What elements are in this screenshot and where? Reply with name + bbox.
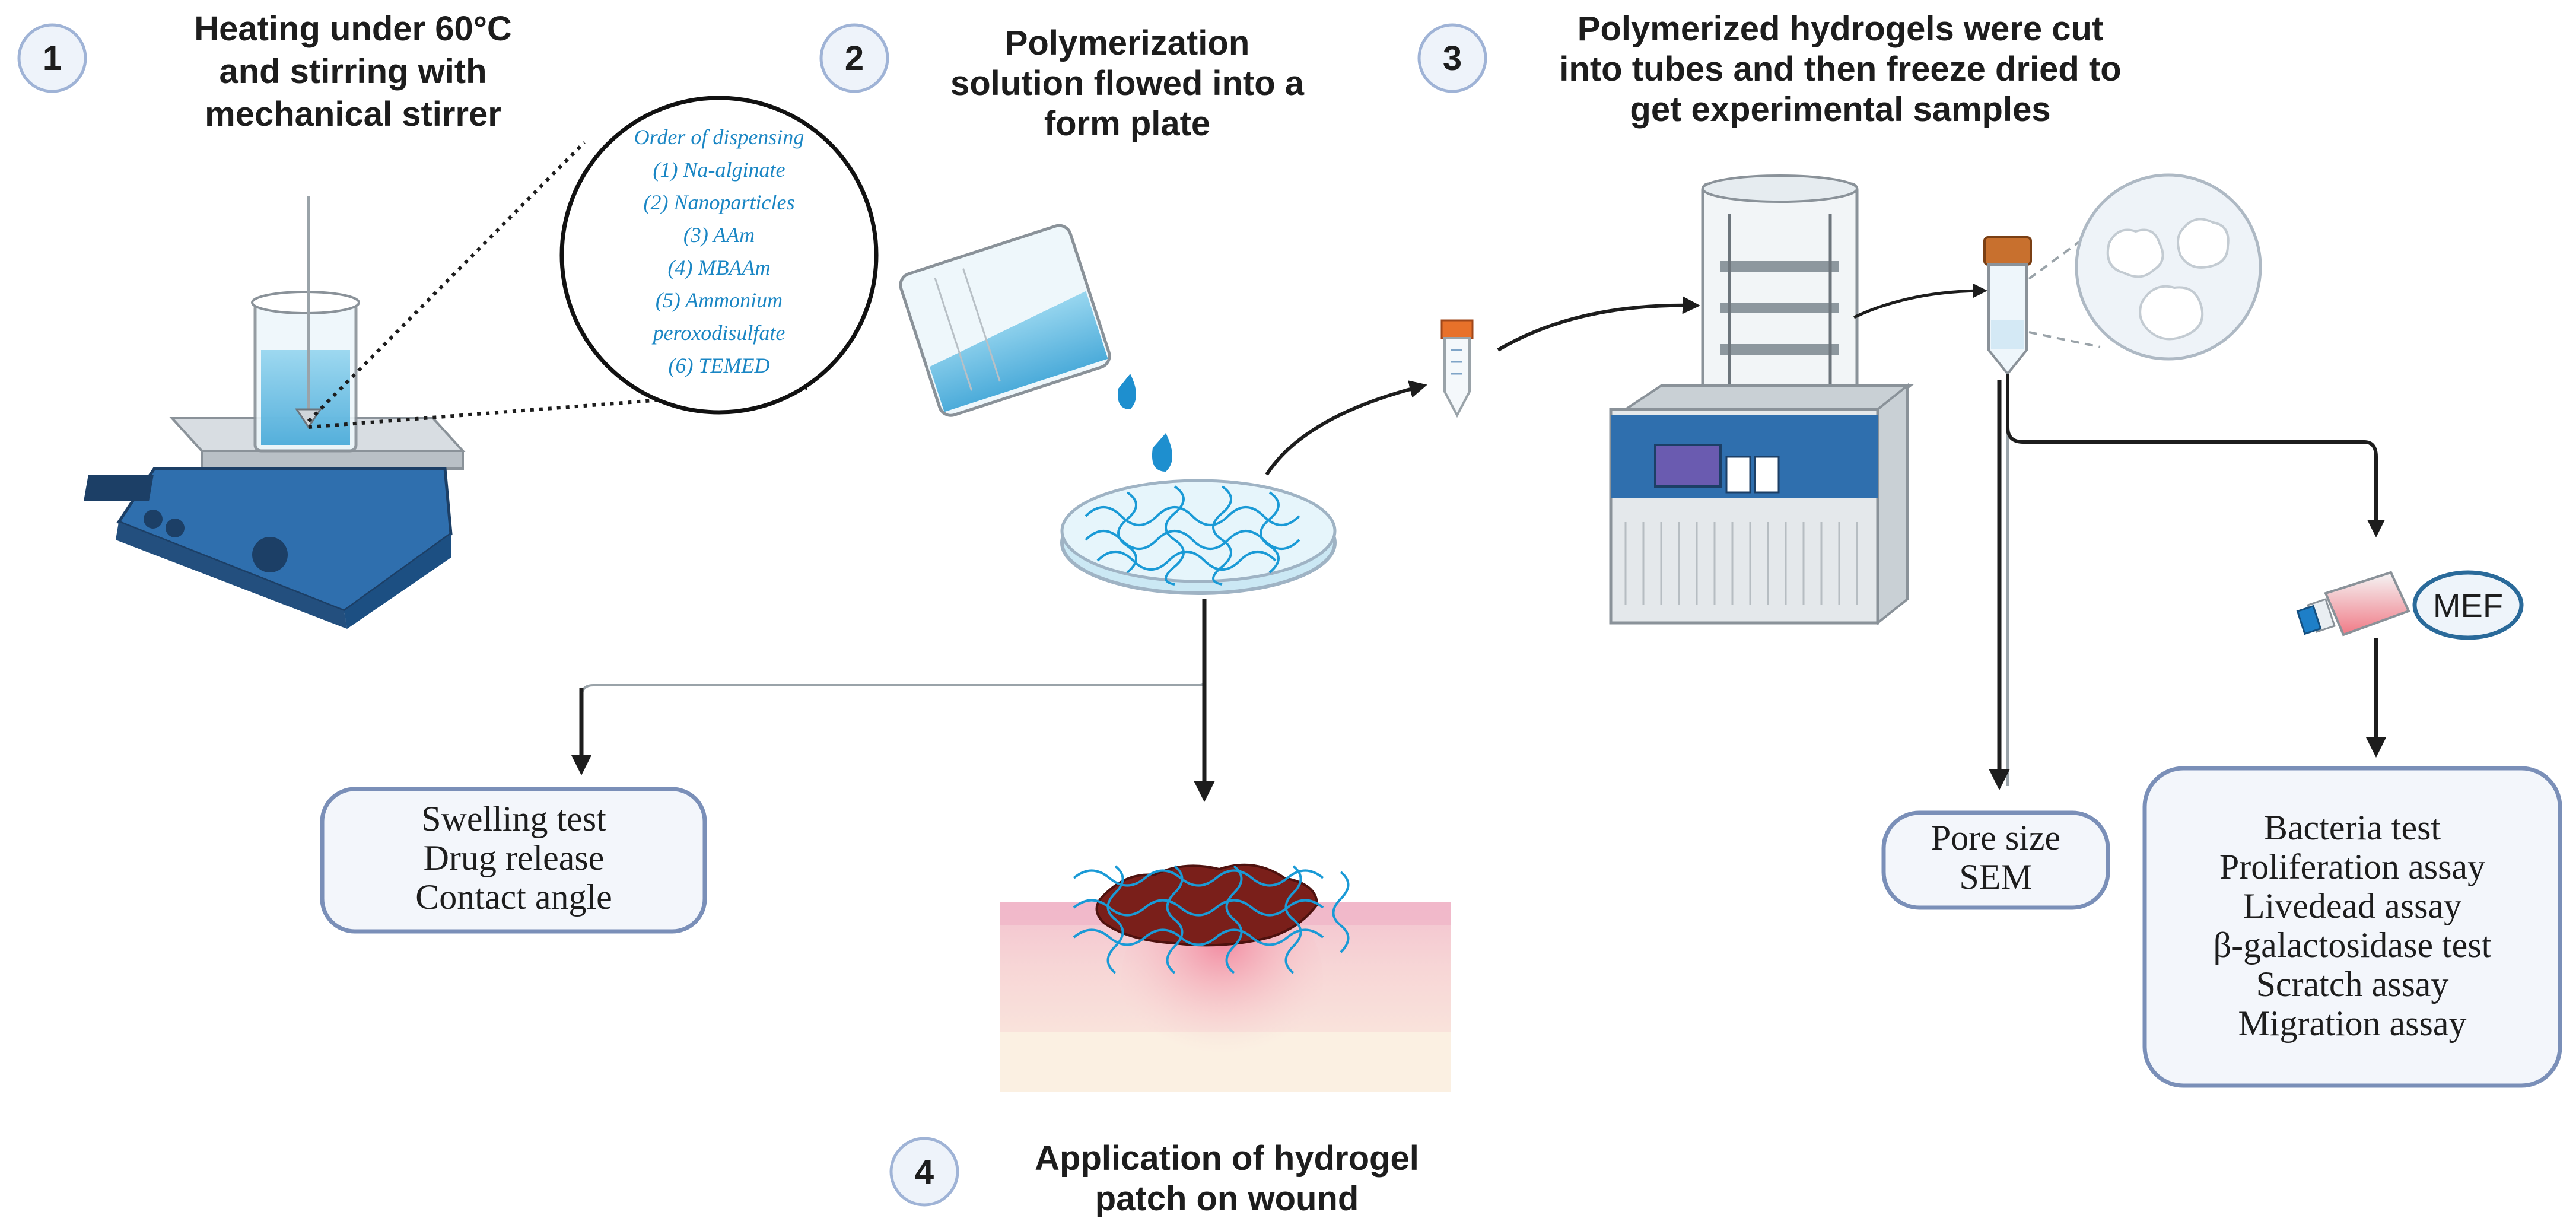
step-number-badge xyxy=(819,23,889,93)
dispensing-order-callout: Order of dispensing (1) Na-alginate (2) … xyxy=(559,96,879,415)
box-line: Migration assay xyxy=(2238,1004,2467,1043)
sample-tube-illustration xyxy=(1440,319,1474,418)
dispensing-line: peroxodisulfate xyxy=(651,321,785,345)
zoom-line xyxy=(308,387,807,429)
step-title-line: patch on wound xyxy=(1095,1179,1359,1218)
hydrogel-sample-zoom xyxy=(2075,173,2262,361)
bio-assays-box: Bacteria test Proliferation assay Livede… xyxy=(2142,766,2562,1088)
pore-size-box: Pore size SEM xyxy=(1881,810,2110,910)
flow-arrow xyxy=(1497,296,1700,352)
step-title-line: Heating under 60°C xyxy=(194,9,512,48)
pouring-beaker-illustration xyxy=(899,224,1111,417)
step-title-line: Polymerized hydrogels were cut xyxy=(1578,9,2103,48)
box-line: Pore size xyxy=(1931,818,2060,857)
box-line: Swelling test xyxy=(421,799,606,838)
step-2: 2 Polymerization solution flowed into a … xyxy=(571,23,1700,802)
flow-arrow xyxy=(1265,380,1427,476)
zoom-line xyxy=(307,141,586,423)
step-number: 1 xyxy=(43,39,62,78)
box-line: Livedead assay xyxy=(2243,886,2461,925)
mef-label: MEF xyxy=(2433,587,2503,624)
box-line: β-galactosidase test xyxy=(2214,925,2492,965)
swelling-tests-box: Swelling test Drug release Contact angle xyxy=(320,787,707,934)
step-number-badge xyxy=(889,1137,959,1207)
box-line: Proliferation assay xyxy=(2219,847,2485,886)
zoom-line xyxy=(2028,236,2087,280)
box-line: Drug release xyxy=(424,838,605,877)
flow-arrow xyxy=(2006,374,2385,537)
step-title-line: Polymerization xyxy=(1005,24,1250,62)
dispensing-line: Order of dispensing xyxy=(634,125,804,149)
step-number: 2 xyxy=(845,39,864,78)
branch-line xyxy=(580,599,1206,771)
hotplate-stirrer-illustration xyxy=(84,196,466,629)
flow-arrow xyxy=(1853,283,1987,319)
box-line: Bacteria test xyxy=(2264,808,2441,847)
dispensing-line: (4) MBAAm xyxy=(668,256,771,279)
box-line: Scratch assay xyxy=(2256,965,2449,1004)
box-line: Contact angle xyxy=(415,877,612,917)
wound-patch-illustration xyxy=(1000,863,1451,1092)
step-title-line: mechanical stirrer xyxy=(205,95,501,133)
sample-tube-illustration xyxy=(1983,236,2032,376)
freeze-dryer-illustration xyxy=(1609,174,1914,626)
step-3: 3 Polymerized hydrogels were cut into tu… xyxy=(1417,9,2524,790)
dispensing-line: (6) TEMED xyxy=(669,354,770,377)
box-line: SEM xyxy=(1959,857,2032,896)
step-number-badge xyxy=(17,23,87,93)
step-title-line: Application of hydrogel xyxy=(1035,1139,1419,1178)
dispensing-line: (5) Ammonium xyxy=(656,288,783,312)
step-title-line: form plate xyxy=(1044,104,1210,143)
droplet xyxy=(1118,374,1136,409)
step-4: 4 Application of hydrogel patch on wound xyxy=(889,863,1451,1218)
step-number: 4 xyxy=(915,1153,934,1191)
mef-badge: MEF xyxy=(2412,570,2524,640)
dispensing-line: (1) Na-alginate xyxy=(653,158,785,182)
step-title-line: solution flowed into a xyxy=(950,64,1305,103)
step-1: 1 Heating under 60°C and stirring with m… xyxy=(17,9,879,629)
step-title-line: into tubes and then freeze dried to xyxy=(1559,50,2121,88)
step-title-line: get experimental samples xyxy=(1630,90,2050,129)
culture-flask-illustration xyxy=(2296,571,2410,637)
step-number-badge xyxy=(1417,23,1487,93)
droplet xyxy=(1152,433,1172,472)
zoom-line xyxy=(2028,331,2101,348)
dispensing-line: (3) AAm xyxy=(683,223,755,247)
step-number: 3 xyxy=(1443,39,1462,78)
step-title-line: and stirring with xyxy=(219,52,486,91)
dispensing-line: (2) Nanoparticles xyxy=(644,190,795,214)
petri-dish-illustration xyxy=(1060,479,1337,595)
